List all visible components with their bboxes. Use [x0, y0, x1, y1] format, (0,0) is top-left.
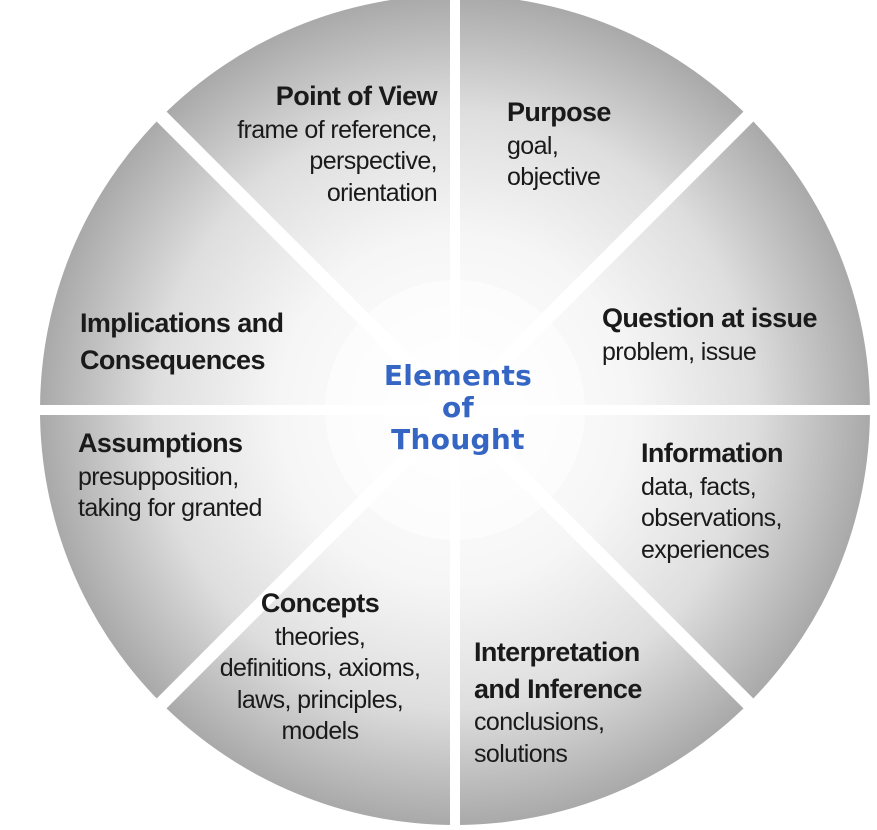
segment-detail: presupposition, [78, 462, 239, 491]
center-title-line: of [441, 391, 475, 425]
segment-detail: conclusions, [474, 708, 605, 737]
segment-information: Information data, facts, observations, e… [641, 435, 861, 566]
segment-title: Consequences [80, 344, 265, 375]
segment-detail: goal, [507, 131, 559, 160]
segment-detail: perspective, [309, 147, 437, 176]
center-title-line: Elements [383, 359, 533, 392]
segment-title: Assumptions [78, 428, 243, 458]
segment-title: Point of View [275, 81, 438, 111]
wheel-hub [325, 280, 585, 540]
segment-detail: definitions, axioms, [219, 654, 421, 683]
segment-point-of-view: Point of View frame of reference, perspe… [175, 78, 437, 209]
center-title-line: Thought [391, 423, 525, 457]
segment-title: Implications and [80, 308, 284, 338]
segment-title: Interpretation [474, 637, 640, 667]
segment-detail: solutions [474, 739, 568, 768]
segment-purpose: Purpose goal, objective [507, 94, 757, 194]
segment-interpretation-and-inference: Interpretation and Inference conclusions… [474, 634, 734, 770]
segment-detail: models [281, 717, 360, 746]
segment-detail: data, facts, [641, 472, 757, 501]
segment-detail: objective [507, 163, 601, 192]
wheel-dividers [30, 0, 877, 830]
center-title: Elements of Thought [338, 359, 578, 457]
segment-title: Question at issue [602, 303, 817, 333]
segment-detail: problem, issue [602, 337, 757, 366]
segment-question-at-issue: Question at issue problem, issue [602, 300, 852, 368]
segment-detail: orientation [326, 178, 438, 207]
segment-detail: experiences [641, 535, 770, 564]
segment-detail: theories, [274, 622, 366, 651]
segment-detail: taking for granted [78, 494, 262, 523]
segment-detail: observations, [641, 504, 783, 533]
segment-title: Concepts [260, 588, 380, 618]
segment-title: Purpose [507, 97, 611, 127]
segment-implications-and-consequences: Implications and Consequences [80, 305, 340, 378]
segment-concepts: Concepts theories, definitions, axioms, … [195, 585, 445, 748]
segment-title: Information [641, 438, 783, 468]
segment-detail: frame of reference, [237, 115, 437, 144]
segment-assumptions: Assumptions presupposition, taking for g… [78, 425, 328, 525]
segment-detail: laws, principles, [236, 685, 404, 714]
segment-title: and Inference [474, 673, 642, 704]
